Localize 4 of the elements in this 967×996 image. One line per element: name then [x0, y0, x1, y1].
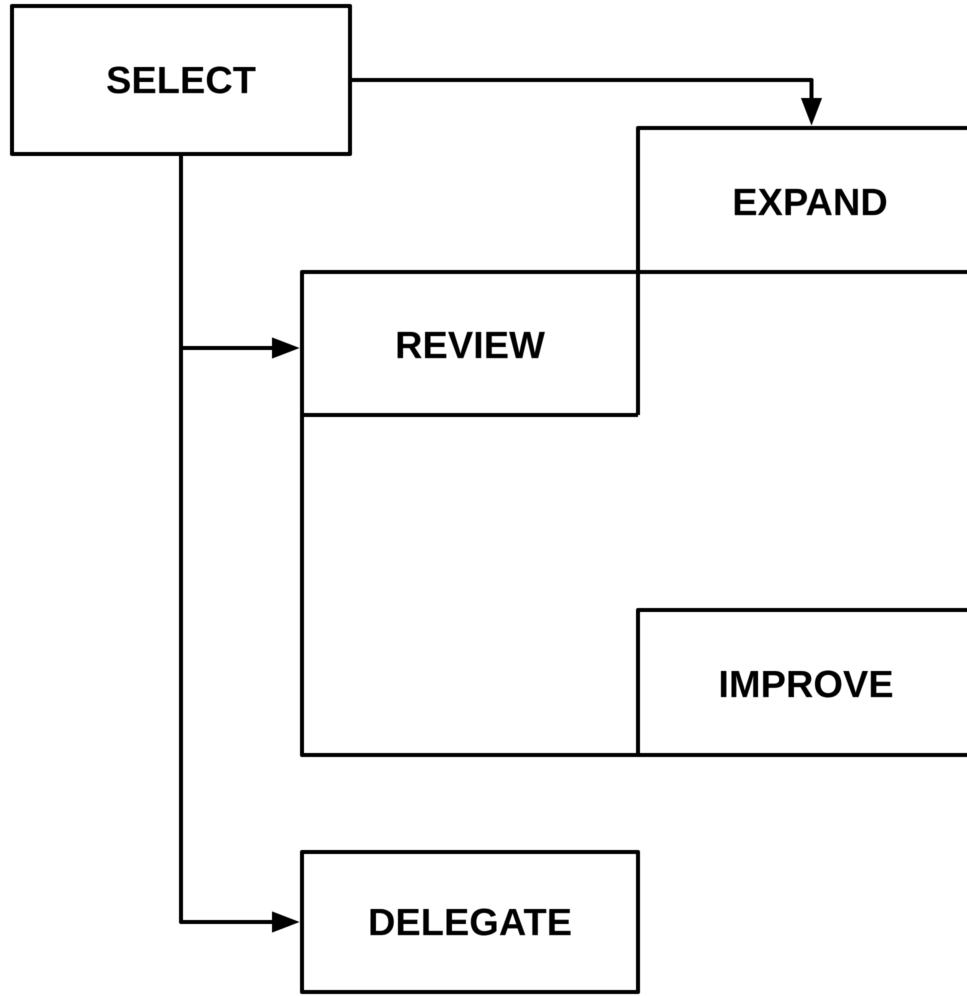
- process-box: SELECT: [10, 4, 352, 156]
- process-box: DELEGATE: [300, 850, 640, 994]
- process-box: IMPROVE: [636, 608, 967, 757]
- process-box: EXPAND: [636, 126, 967, 415]
